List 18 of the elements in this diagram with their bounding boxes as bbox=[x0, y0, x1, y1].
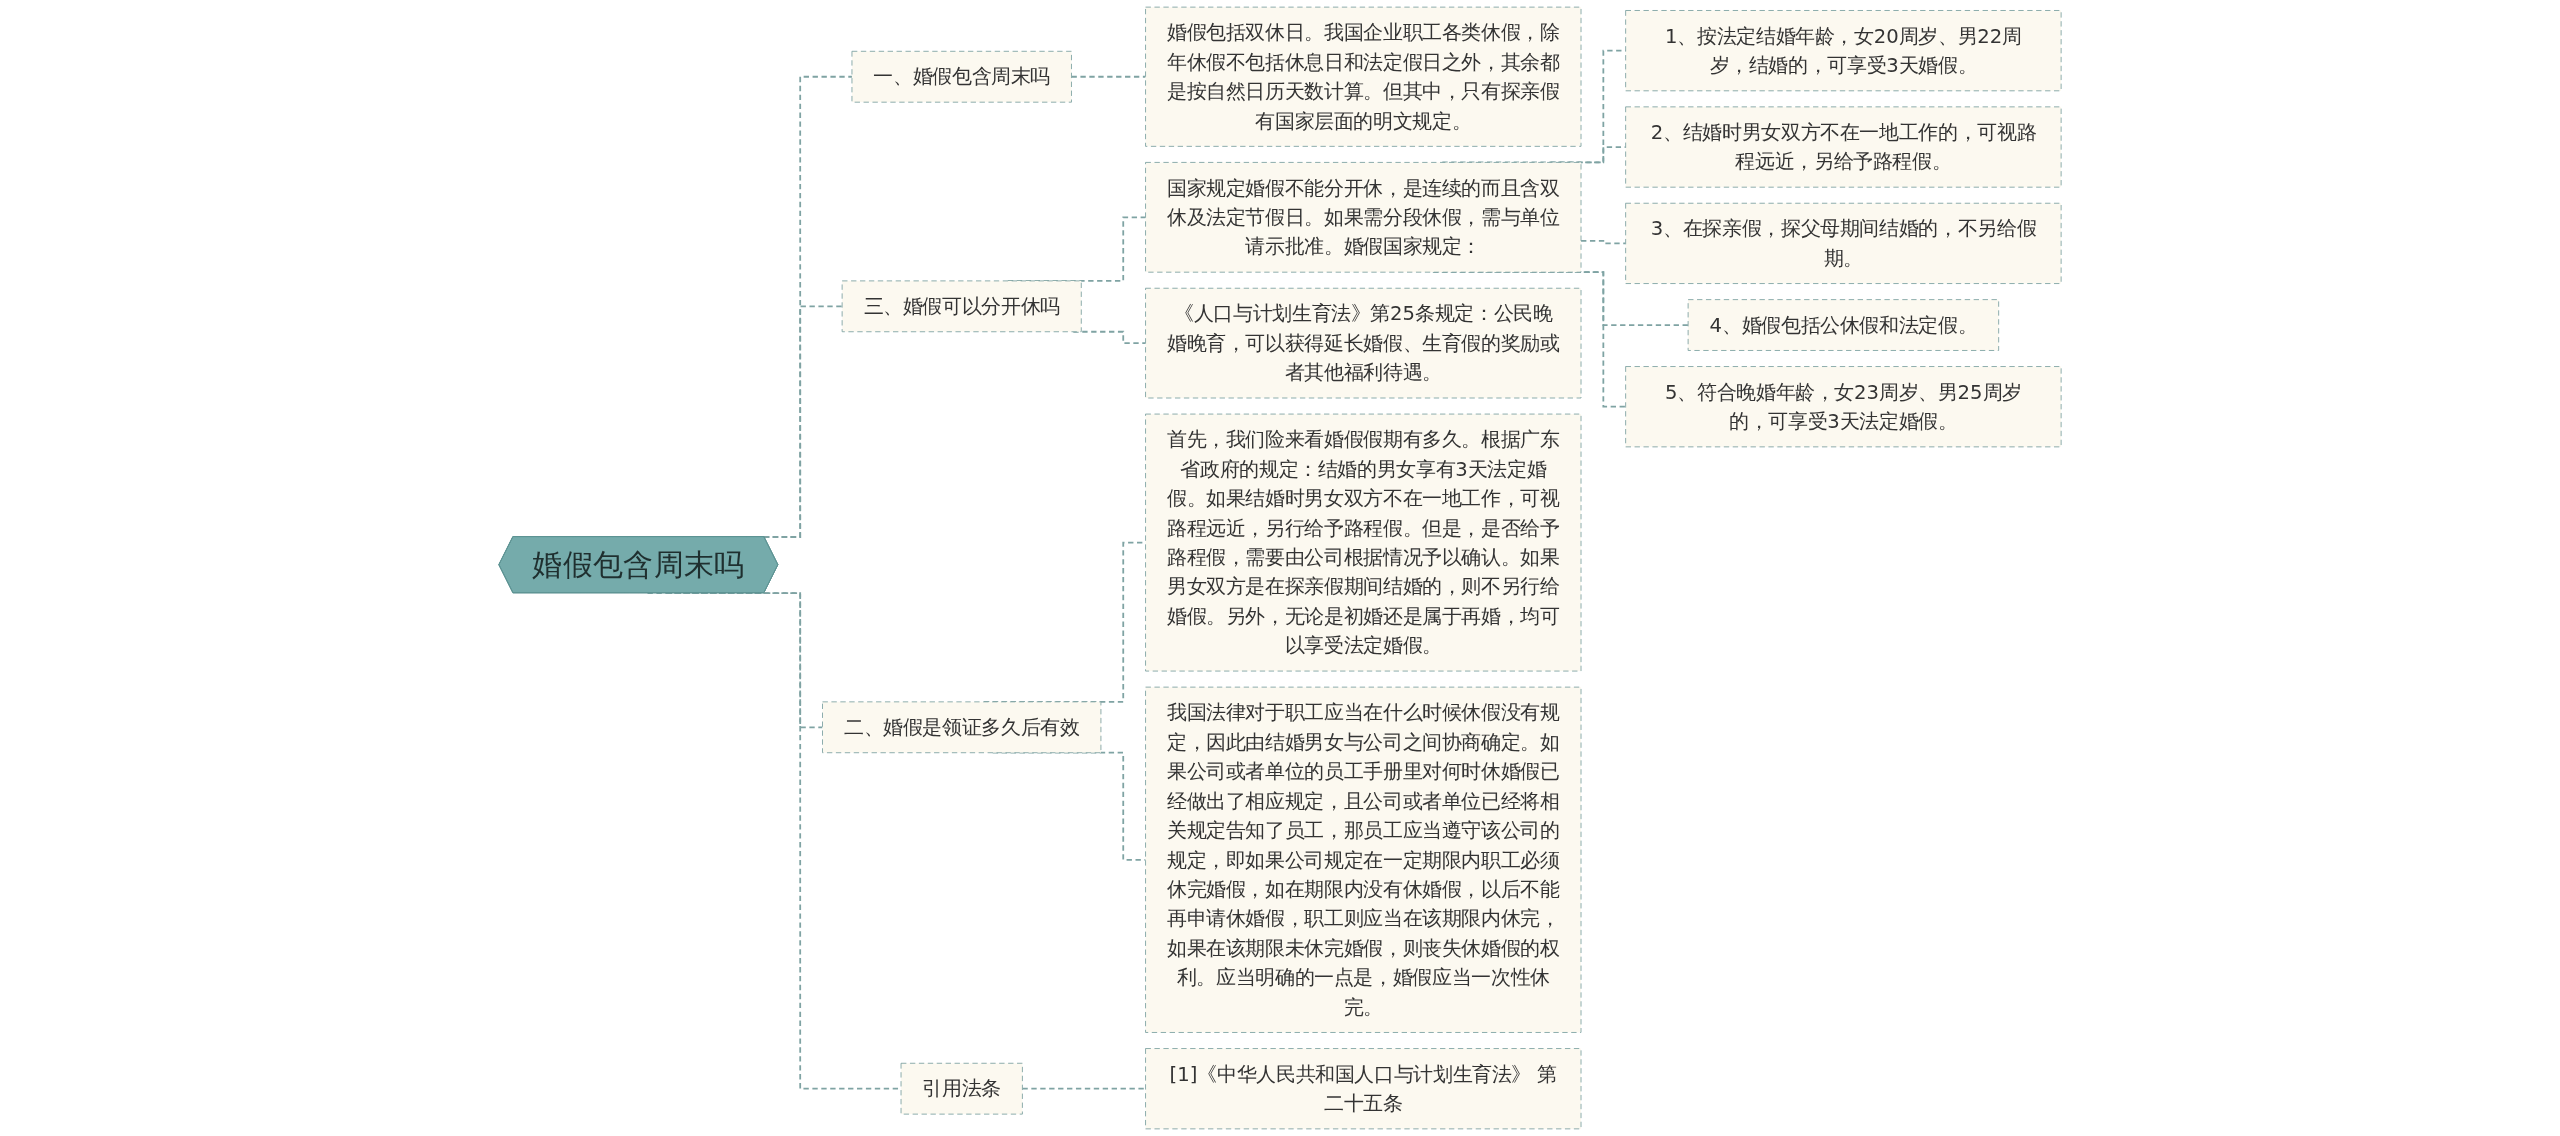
node-box: 婚假包括双休日。我国企业职工各类休假，除年休假不包括休息日和法定假日之外，其余都是按自然日历天数计算。但其中，只有探亲假有国家层面的明文规定。 bbox=[1145, 6, 1582, 147]
node-box: 《人口与计划生育法》第25条规定：公民晚婚晚育，可以获得延长婚假、生育假的奖励或者其他福利待遇。 bbox=[1145, 287, 1582, 399]
connector bbox=[1070, 75, 1147, 78]
node-box: 引用法条 bbox=[900, 1062, 1023, 1115]
node-box: 首先，我们险来看婚假假期有多久。根据广东省政府的规定：结婚的男女享有3天法定婚假。如果结婚时男女双方不在一地工作，可视路程远近，另行给予路程假。但是，是否给予路程假，需要由公司根据情况予以确认。如果男女双方是在探亲假期间结婚的，则不另行给婚假。另外，无论是初婚还是属于再婚，均可以享受法定婚假。 bbox=[1145, 413, 1582, 672]
node-box: 3、在探亲假，探父母期间结婚的，不另给假期。 bbox=[1625, 202, 2062, 284]
node-box: 我国法律对于职工应当在什么时候休假没有规定，因此由结婚男女与公司之间协商确定。如果公司或者单位的员工手册里对何时休婚假已经做出了相应规定，且公司或者单位已经将相关规定告知了员工，那员工应当遵守该公司的规定，即如果公司规定在一定期限内职工必须休完婚假，如在期限内没有休婚假，以后不能再申请休婚假，职工则应当在该期限内休完，如果在该期限未休完婚假，则丧失休婚假的权利。应当明确的一点是，婚假应当一次性休完。 bbox=[1145, 686, 1582, 1033]
connector bbox=[1021, 1087, 1147, 1090]
node-box: 国家规定婚假不能分开休，是连续的而且含双休及法定节假日。如果需分段休假，需与单位请示批准。婚假国家规定： bbox=[1145, 161, 1582, 273]
node-box: 二、婚假是领证多久后有效 bbox=[822, 701, 1102, 754]
connector bbox=[1580, 240, 1627, 245]
node-box: [1]《中华人民共和国人口与计划生育法》 第二十五条 bbox=[1145, 1048, 1582, 1130]
node-box: 1、按法定结婚年龄，女20周岁、男22周岁，结婚的，可享受3天婚假。 bbox=[1625, 10, 2062, 92]
node-box: 2、结婚时男女双方不在一地工作的，可视路程远近，另给予路程假。 bbox=[1625, 106, 2062, 188]
node-box: 4、婚假包括公休假和法定假。 bbox=[1687, 299, 2000, 351]
node-box: 5、符合晚婚年龄，女23周岁、男25周岁的，可享受3天法定婚假。 bbox=[1625, 366, 2062, 448]
node-box: 三、婚假可以分开休吗 bbox=[841, 280, 1082, 333]
node-box: 一、婚假包含周末吗 bbox=[851, 50, 1072, 103]
